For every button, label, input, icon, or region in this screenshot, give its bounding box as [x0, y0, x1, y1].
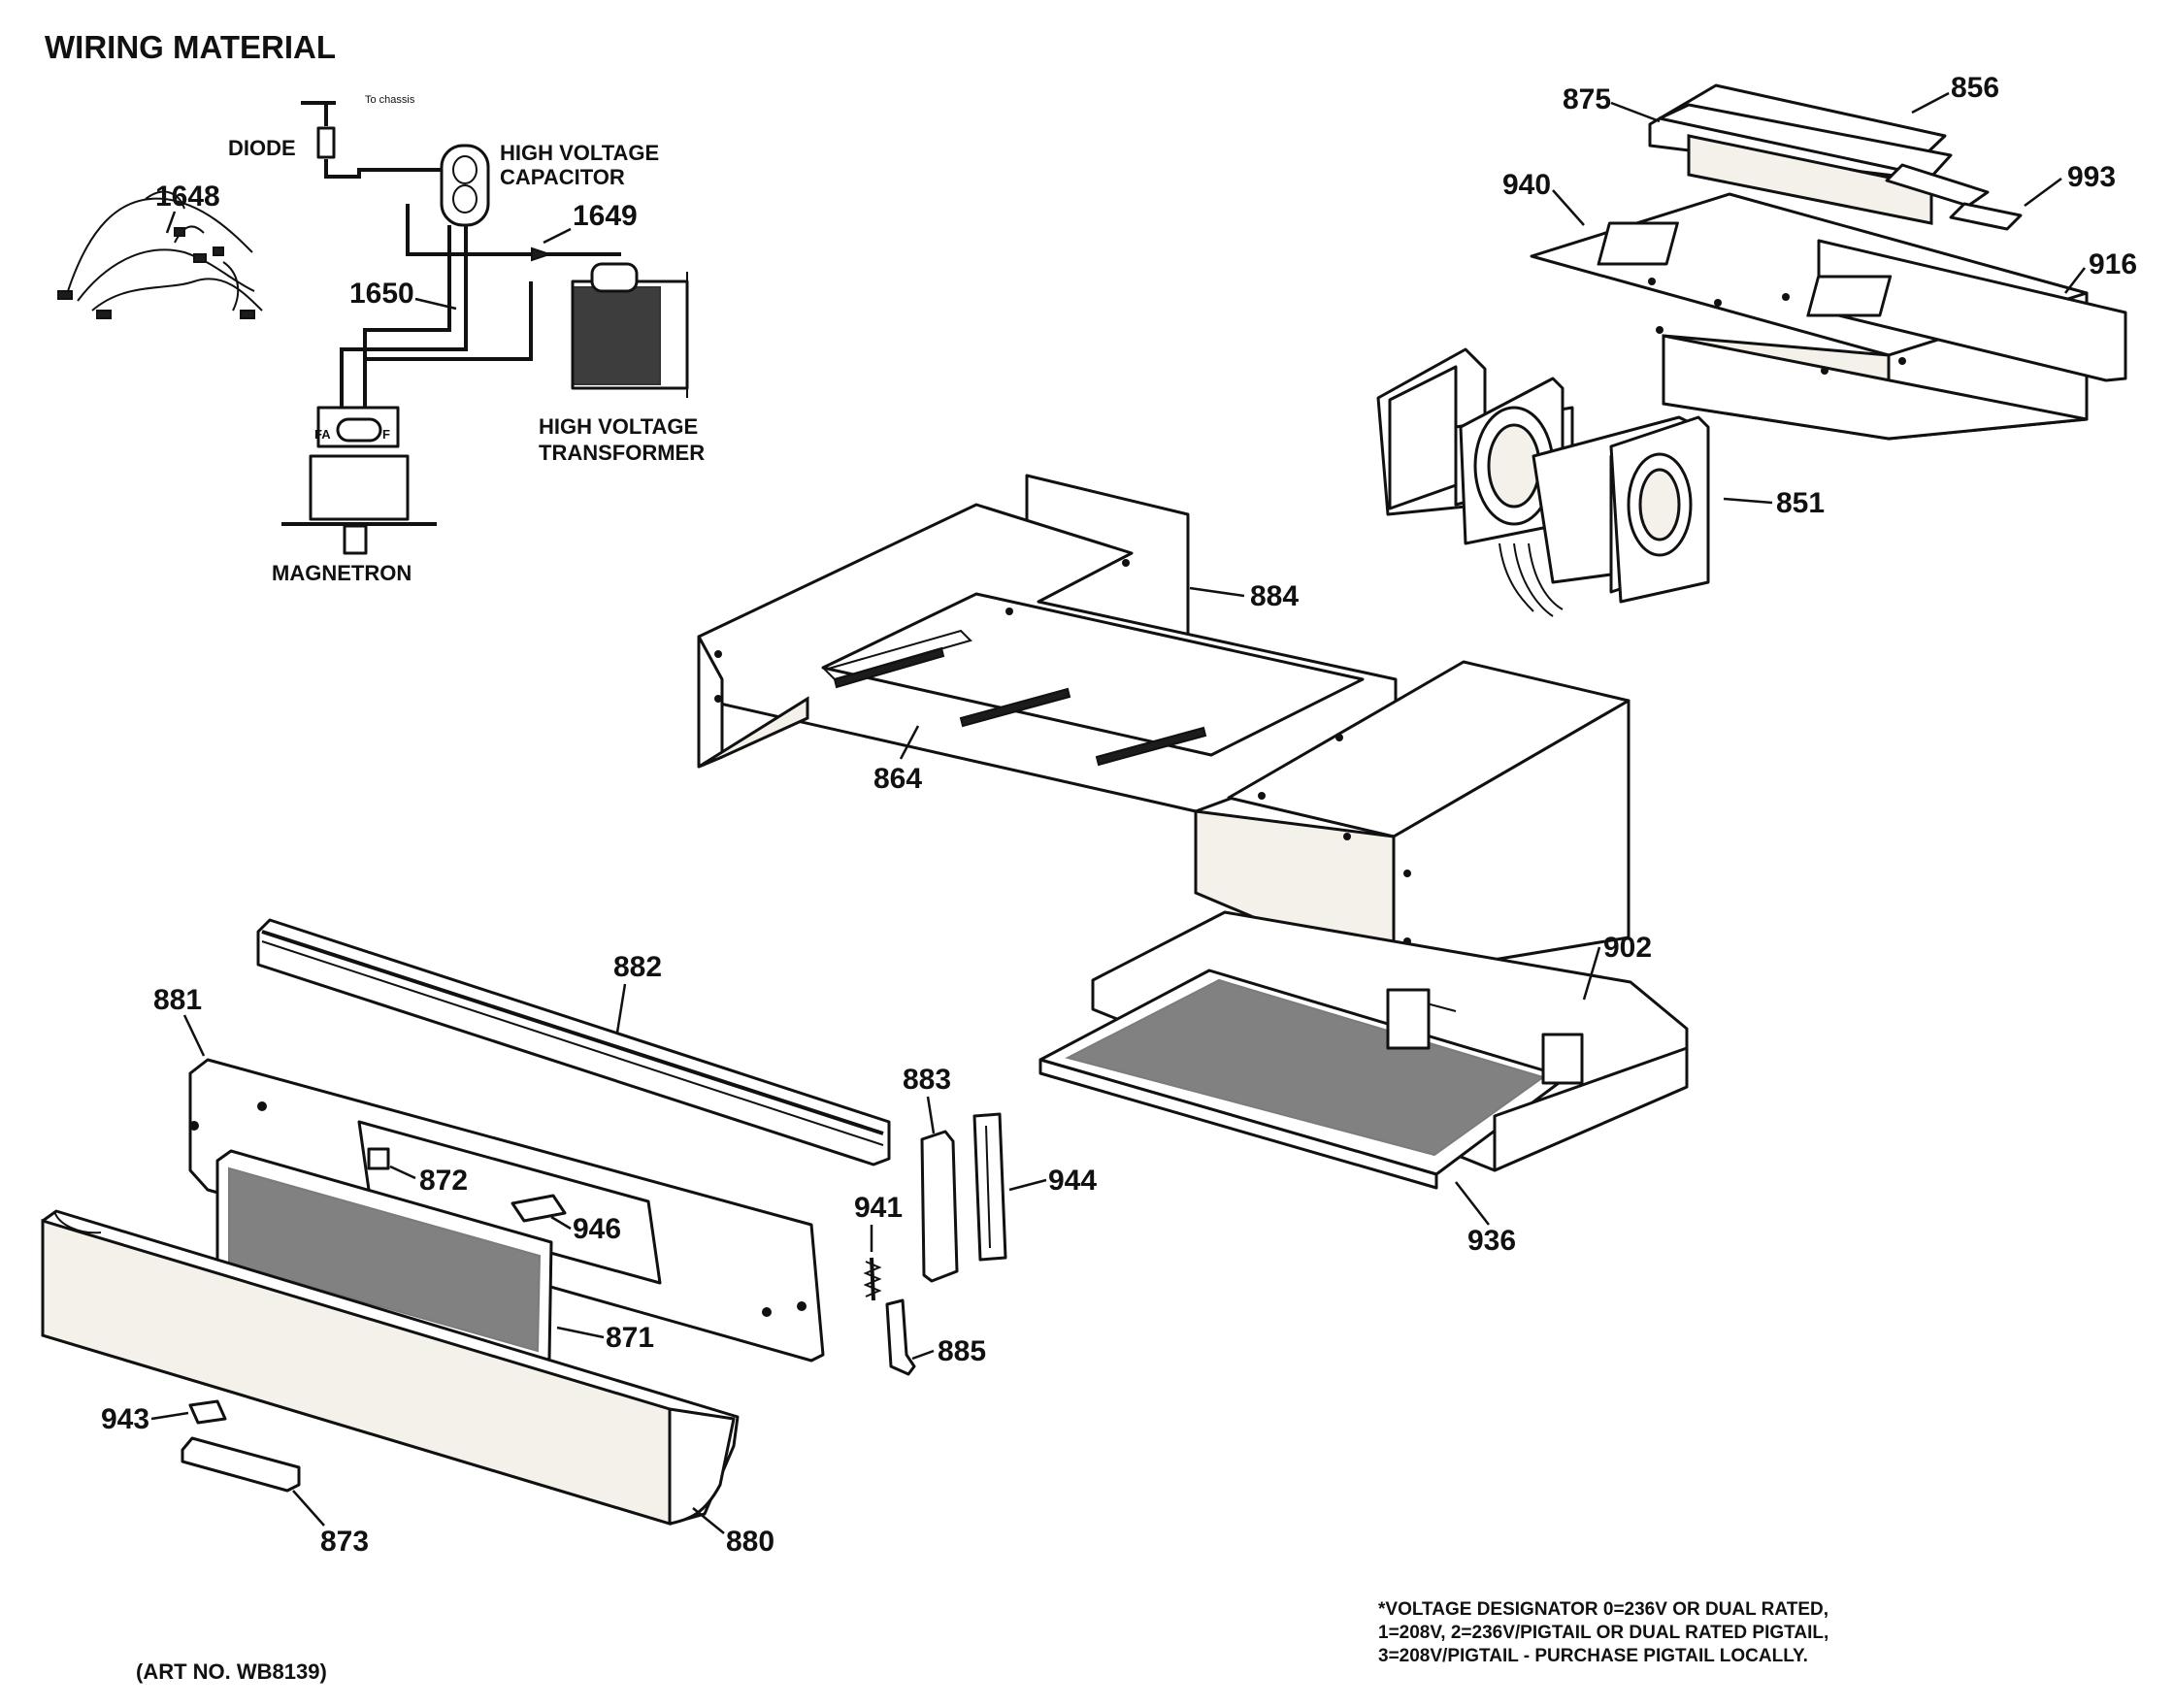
to-chassis-label: To chassis — [365, 94, 415, 106]
latch-part — [885, 1298, 916, 1376]
blower-motor-assembly — [1376, 347, 1710, 617]
filter-tray — [1038, 910, 1689, 1190]
side-cap-part — [920, 1130, 959, 1283]
part-number-944: 944 — [1048, 1165, 1097, 1197]
transformer-label-line2: TRANSFORMER — [539, 441, 705, 465]
footnote-line-2: 1=208V, 2=236V/PIGTAIL OR DUAL RATED PIG… — [1378, 1623, 1828, 1643]
part-number-1650: 1650 — [349, 278, 414, 310]
part-number-1648: 1648 — [155, 181, 220, 213]
part-number-872: 872 — [419, 1165, 468, 1197]
part-number-946: 946 — [573, 1213, 621, 1245]
high-voltage-capacitor — [408, 144, 490, 227]
part-number-883: 883 — [903, 1064, 951, 1096]
part-number-881: 881 — [153, 984, 202, 1016]
front-trim-panel — [41, 1209, 740, 1527]
high-voltage-transformer — [571, 262, 689, 398]
footnote-line-3: 3=208V/PIGTAIL - PURCHASE PIGTAIL LOCALL… — [1378, 1646, 1808, 1666]
handle-part — [181, 1436, 301, 1493]
part-number-916: 916 — [2089, 248, 2137, 280]
part-number-882: 882 — [613, 951, 662, 983]
part-number-880: 880 — [726, 1526, 774, 1558]
part-number-943: 943 — [101, 1403, 149, 1435]
clip-part — [188, 1399, 227, 1425]
part-number-875: 875 — [1563, 83, 1611, 115]
part-number-856: 856 — [1951, 72, 1999, 104]
part-number-993: 993 — [2067, 161, 2116, 193]
part-number-936: 936 — [1467, 1225, 1516, 1257]
part-number-871: 871 — [606, 1322, 654, 1354]
part-number-884: 884 — [1250, 580, 1299, 612]
side-bracket-part — [972, 1112, 1007, 1262]
main-housing — [697, 474, 1630, 979]
footnote-line-1: *VOLTAGE DESIGNATOR 0=236V OR DUAL RATED… — [1378, 1599, 1828, 1620]
capacitor-label-line1: HIGH VOLTAGE — [500, 141, 659, 165]
diagram-title: WIRING MATERIAL — [45, 29, 336, 65]
wiring-section: To chassis DIODE HIGH VOLTAGE CAPACITOR — [57, 94, 705, 585]
magnetron-terminal-f: F — [382, 427, 390, 442]
part-number-1649: 1649 — [573, 200, 638, 232]
spring-part — [863, 1257, 882, 1301]
part-number-940: 940 — [1502, 169, 1551, 201]
magnetron-terminal-fa: FA — [314, 427, 331, 442]
cover-plate-assembly — [1530, 83, 2127, 441]
capacitor-label-line2: CAPACITOR — [500, 165, 625, 189]
part-number-873: 873 — [320, 1526, 369, 1558]
diode-label: DIODE — [228, 136, 296, 160]
control-panel — [188, 1058, 825, 1363]
magnetron — [281, 406, 437, 555]
transformer-label-line1: HIGH VOLTAGE — [539, 414, 698, 439]
part-number-851: 851 — [1776, 487, 1825, 519]
magnetron-label: MAGNETRON — [272, 561, 412, 585]
part-number-885: 885 — [938, 1335, 986, 1367]
diode-symbol — [301, 101, 408, 179]
part-number-902: 902 — [1603, 932, 1652, 964]
part-number-941: 941 — [854, 1192, 903, 1224]
art-number: (ART NO. WB8139) — [136, 1659, 327, 1684]
front-rail — [256, 918, 891, 1166]
wire-harness — [57, 190, 263, 319]
wire-runs — [340, 204, 621, 417]
part-number-864: 864 — [873, 763, 922, 795]
